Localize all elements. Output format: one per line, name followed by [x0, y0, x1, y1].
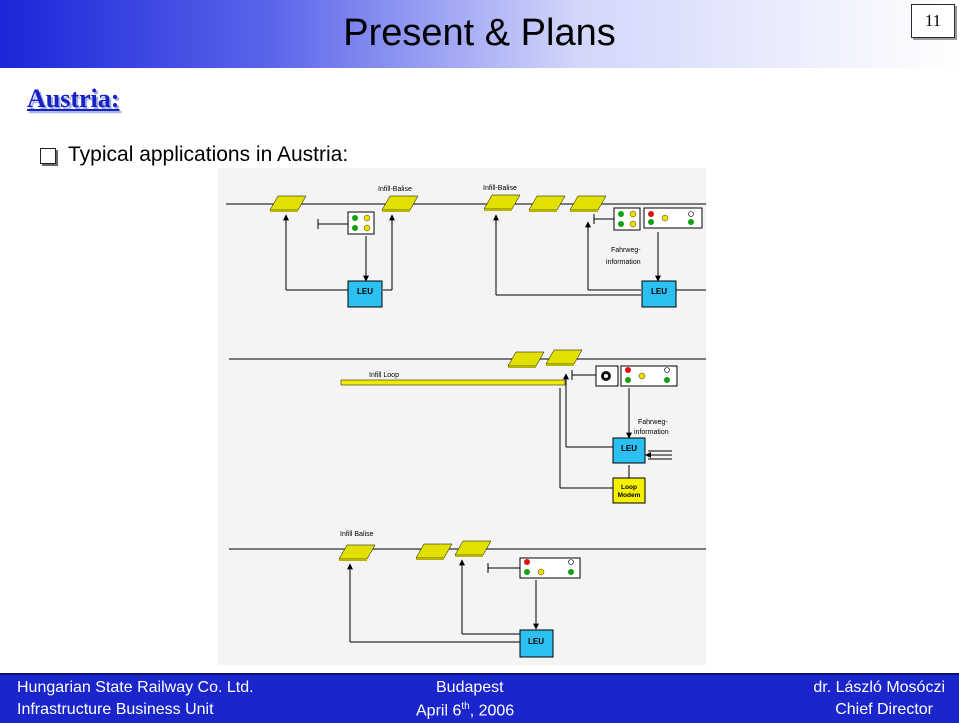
scenario-infill-loop: Infill Loop Fahrweg- information LEU Loo…	[229, 349, 706, 504]
footer-role: Chief Director	[835, 701, 933, 718]
page-number: 11	[911, 4, 955, 38]
label-fahrweg: Fahrweg-	[638, 419, 668, 426]
footer-unit: Infrastructure Business Unit	[17, 701, 214, 718]
loop-modem-box	[612, 477, 646, 504]
signal-head	[620, 365, 678, 387]
label-loop: Loop	[621, 484, 637, 491]
label-leu: LEU	[357, 287, 373, 296]
leu-box	[612, 437, 646, 464]
checkbox-bullet-icon	[40, 148, 56, 164]
signal-head	[643, 207, 703, 229]
section-heading: Austria:	[27, 84, 120, 113]
infill-loop-cable	[340, 379, 566, 386]
label-infill-balise-2: Infill-Balise	[483, 185, 517, 192]
signal-head	[347, 211, 375, 235]
scenario-infill-balise-simple: Infill Balise LEU	[229, 531, 706, 658]
label-infill-loop: Infill Loop	[369, 372, 399, 379]
signal-head	[519, 557, 581, 579]
label-information: information	[634, 429, 669, 436]
label-fahrweg: Fahrweg-	[611, 247, 641, 254]
signal-head	[613, 207, 641, 231]
footer-company: Hungarian State Railway Co. Ltd.	[17, 679, 254, 696]
bullet-text: Typical applications in Austria:	[68, 143, 349, 166]
footer-author: dr. László Mosóczi	[813, 679, 945, 696]
footer-bar: Hungarian State Railway Co. Ltd. Infrast…	[0, 673, 959, 723]
label-modem: Modem	[618, 492, 641, 499]
footer-date: April 6th, 2006	[416, 701, 515, 720]
label-leu: LEU	[651, 287, 667, 296]
label-information: information	[606, 259, 641, 266]
leu-box	[519, 629, 554, 658]
label-infill-balise-1: Infill-Balise	[378, 186, 412, 193]
scenario-infill-balise: Infill-Balise Infill-Balise LEU	[226, 185, 706, 308]
label-infill-balise-3: Infill Balise	[340, 531, 374, 538]
title-bar	[0, 0, 959, 68]
label-leu: LEU	[621, 444, 637, 453]
slide-title: Present & Plans	[343, 12, 616, 54]
leu-box	[347, 280, 383, 308]
label-leu: LEU	[528, 637, 544, 646]
leu-box	[641, 280, 677, 308]
footer-city: Budapest	[436, 679, 504, 696]
